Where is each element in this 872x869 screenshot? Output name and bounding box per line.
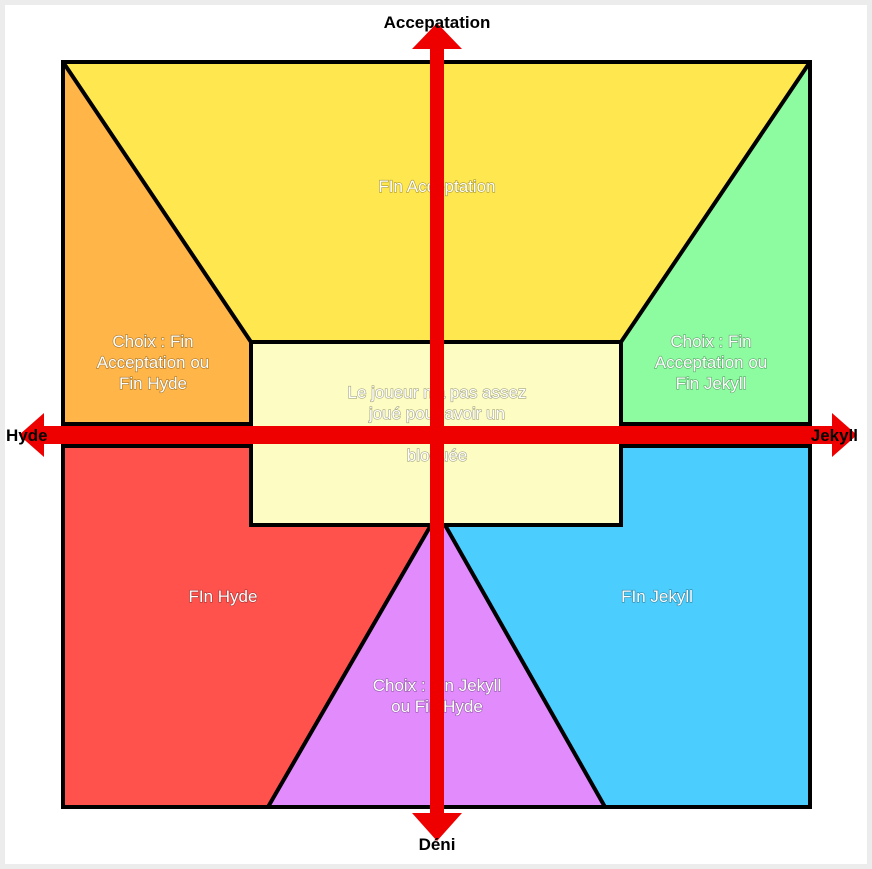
horizontal-axis-arrow [19, 413, 857, 457]
label-bottom-left: FIn Hyde [189, 587, 258, 606]
label-bottom-right: FIn Jekyll [621, 587, 693, 606]
region-label-line: Acceptation ou [655, 353, 767, 372]
axis-arrows [19, 23, 857, 841]
axis-label-top: Accepatation [384, 13, 491, 32]
region-label-line: Fin Hyde [119, 374, 187, 393]
axis-label-bottom: Déni [419, 835, 456, 854]
region-label-line: Choix : Fin [670, 332, 751, 351]
region-bottom-left [63, 446, 431, 807]
region-label-line: FIn Jekyll [621, 587, 693, 606]
region-top-left [63, 62, 251, 424]
region-label-line: FIn Hyde [189, 587, 258, 606]
region-label-line: Choix : Fin [112, 332, 193, 351]
region-label-line: Acceptation ou [97, 353, 209, 372]
region-top-right [621, 62, 810, 424]
region-bottom-right [445, 446, 810, 807]
axis-label-right: Jekyll [811, 426, 858, 445]
axis-label-left: Hyde [6, 426, 48, 445]
region-label-line: Fin Jekyll [676, 374, 747, 393]
